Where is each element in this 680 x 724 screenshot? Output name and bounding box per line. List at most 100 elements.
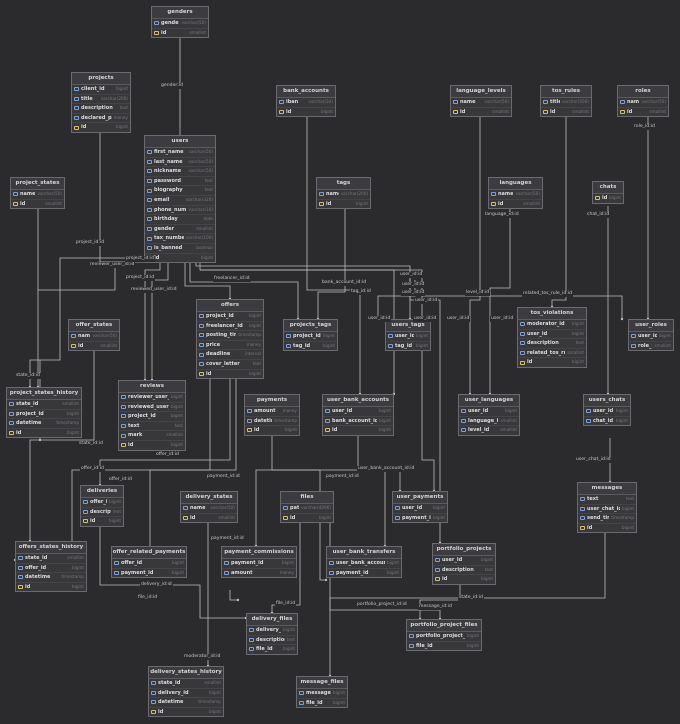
table-user-bank-transfers[interactable]: user_bank_transfersuser_bank_account_idb… [326,546,402,579]
table-delivery-files[interactable]: delivery_filesdelivery_idbigintdescripti… [246,613,298,655]
table-deliveries[interactable]: deliveriesoffer_idbigintdescriptiontexti… [80,485,124,527]
table-user-languages[interactable]: user_languagesuser_idbigintlanguage_idsm… [458,394,520,436]
table-reviews[interactable]: reviewsreviewer_user_idbigintreviewed_us… [118,380,186,451]
column-row[interactable]: pathvarchar(4096) [281,504,333,514]
column-row[interactable]: tax_numbervarchar(100) [145,234,215,244]
table-message-files[interactable]: message_filesmessage_idbigintfile_idbigi… [296,676,348,709]
